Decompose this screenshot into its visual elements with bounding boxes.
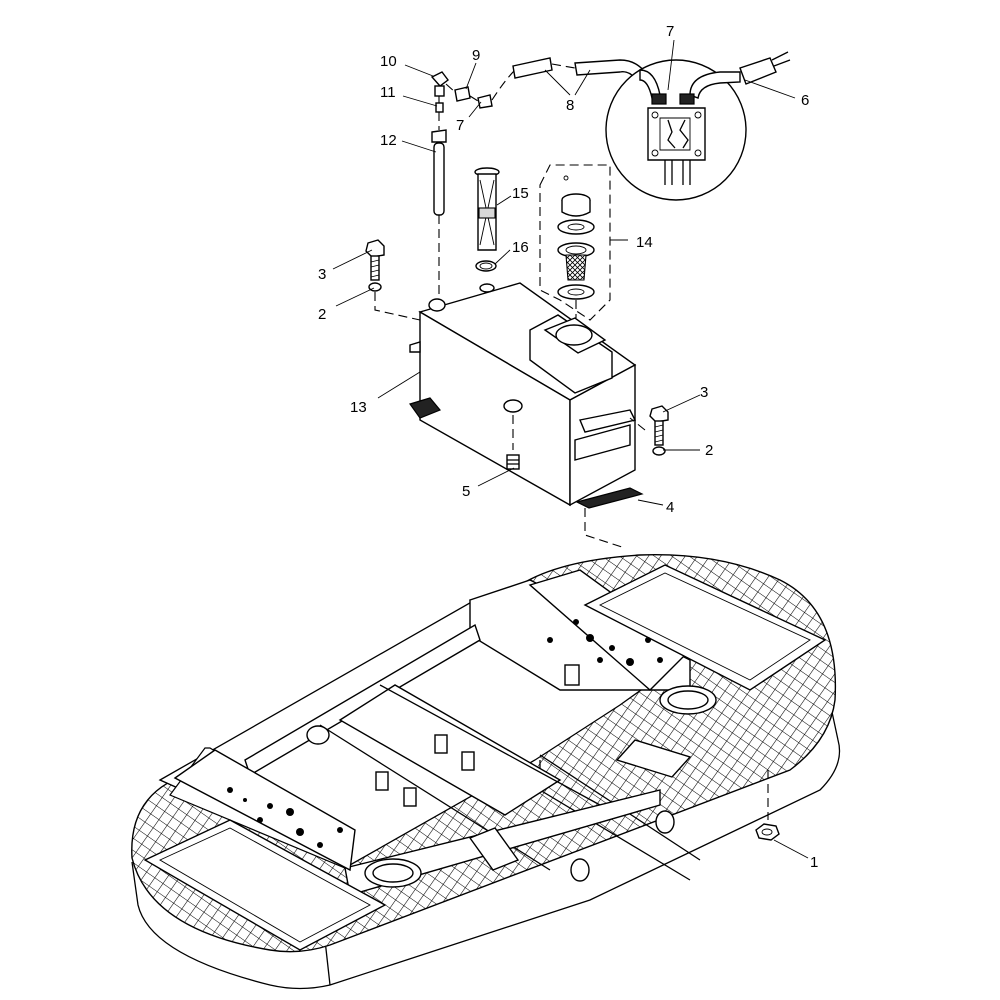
callout-13: 13 <box>350 399 367 416</box>
callout-2-left: 2 <box>318 306 326 323</box>
callout-2-right: 2 <box>705 442 713 459</box>
callout-3-right: 3 <box>700 384 708 401</box>
callout-14: 14 <box>636 234 653 251</box>
callout-5: 5 <box>462 483 470 500</box>
callout-1: 1 <box>810 854 818 871</box>
filler-cap-assembly <box>539 164 611 321</box>
callout-11: 11 <box>380 84 396 101</box>
callout-7-left: 7 <box>456 117 464 134</box>
callout-9: 9 <box>472 47 480 64</box>
callout-numbers: 1 2 2 3 3 4 5 6 7 7 8 9 10 11 12 13 14 1… <box>318 23 818 871</box>
fuel-gauge <box>474 167 500 272</box>
callout-4: 4 <box>666 499 674 516</box>
hex-nut <box>755 770 780 841</box>
right-bolt-and-washer <box>629 405 669 456</box>
callout-15: 15 <box>512 185 529 202</box>
detail-inset <box>605 51 791 201</box>
callout-10: 10 <box>380 53 397 70</box>
callout-12: 12 <box>380 132 397 149</box>
leader-lines <box>332 39 809 859</box>
drain-plug <box>506 415 520 470</box>
callout-8: 8 <box>566 97 574 114</box>
callout-16: 16 <box>512 239 529 256</box>
callout-3-left: 3 <box>318 266 326 283</box>
left-bolt-and-washer <box>365 239 421 321</box>
mounting-strap <box>575 487 644 549</box>
callout-7-top: 7 <box>666 23 674 40</box>
callout-6: 6 <box>801 92 809 109</box>
fuel-hose <box>491 57 651 101</box>
deck-platform <box>131 554 841 990</box>
fuel-tank <box>409 282 637 507</box>
